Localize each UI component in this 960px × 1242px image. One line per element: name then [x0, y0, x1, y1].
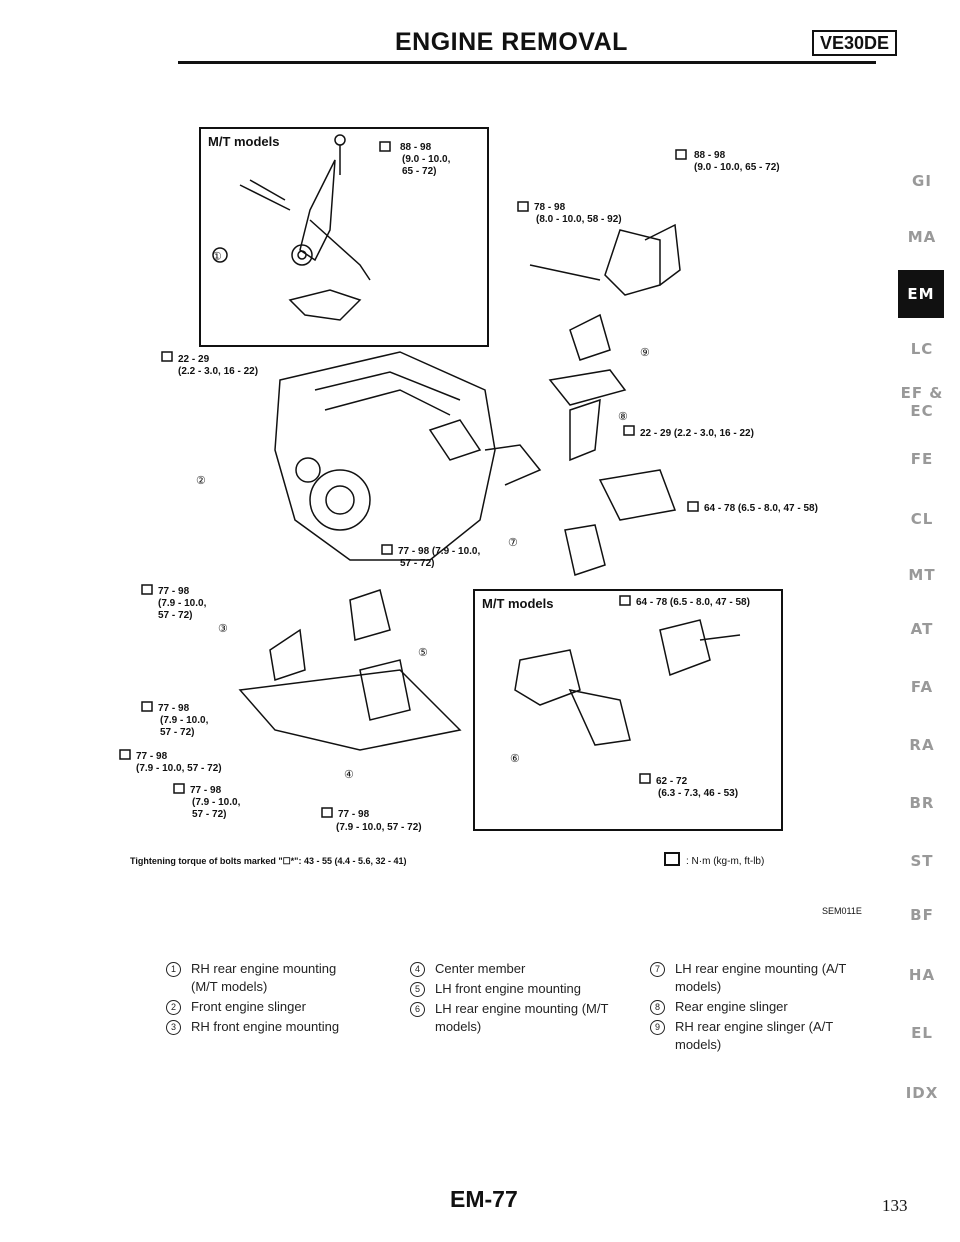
page-code: EM-77: [450, 1186, 518, 1212]
tab-ra[interactable]: RA: [909, 736, 935, 754]
torque-callout-14: 77 - 98: [338, 809, 370, 820]
svg-text:57 - 72): 57 - 72): [192, 809, 226, 820]
torque-callout-5: 22 - 29 (2.2 - 3.0, 16 - 22): [640, 428, 754, 439]
torque-callout-13: 62 - 72: [656, 776, 688, 787]
tab-gi[interactable]: GI: [912, 172, 932, 190]
svg-text:(7.9 - 10.0,: (7.9 - 10.0,: [192, 797, 241, 808]
svg-text:⑧: ⑧: [618, 411, 628, 423]
tab-ef-ec[interactable]: EF & EC: [900, 384, 944, 420]
svg-text:(7.9 - 10.0,: (7.9 - 10.0,: [158, 598, 207, 609]
mt-mount-bracket-drawing: [212, 134, 371, 321]
tab-br[interactable]: BR: [909, 794, 935, 812]
unit-note: : N·m (kg-m, ft-lb): [664, 852, 764, 867]
svg-text:①: ①: [212, 251, 222, 263]
torque-callout-7: 77 - 98 (7.9 - 10.0,: [398, 546, 480, 557]
svg-text:⑨: ⑨: [640, 347, 650, 359]
lh-rear-mount-mt-drawing: [514, 619, 741, 746]
torque-callout-1: 88 - 98: [400, 142, 432, 153]
page-title: ENGINE REMOVAL: [395, 28, 628, 56]
tab-at[interactable]: AT: [910, 620, 934, 638]
svg-text:⑤: ⑤: [418, 647, 428, 659]
svg-text:④: ④: [344, 769, 354, 781]
svg-text:⑦: ⑦: [508, 537, 518, 549]
torque-callout-6: 64 - 78 (6.5 - 8.0, 47 - 58): [704, 503, 818, 514]
torque-callout-11: 77 - 98: [136, 751, 168, 762]
tab-st[interactable]: ST: [910, 852, 934, 870]
tab-cl[interactable]: CL: [910, 510, 934, 528]
torque-callout-12: 77 - 98: [190, 785, 222, 796]
svg-text:⑥: ⑥: [510, 753, 520, 765]
tab-ma[interactable]: MA: [907, 228, 937, 246]
torque-callout-10: 77 - 98: [158, 703, 190, 714]
torque-callout-9: 64 - 78 (6.5 - 8.0, 47 - 58): [636, 597, 750, 608]
mt-inset-bottom: [473, 589, 783, 831]
page-number: 133: [882, 1196, 908, 1215]
svg-text:57 - 72): 57 - 72): [160, 727, 194, 738]
lh-rear-mount-at-drawing: [564, 398, 677, 576]
svg-text:(8.0 - 10.0, 58 - 92): (8.0 - 10.0, 58 - 92): [536, 214, 622, 225]
svg-text:(6.3 - 7.3, 46 - 53): (6.3 - 7.3, 46 - 53): [658, 788, 738, 799]
svg-text:(7.9 - 10.0,: (7.9 - 10.0,: [160, 715, 209, 726]
torque-callout-4: 22 - 29: [178, 354, 210, 365]
svg-text:(7.9 - 10.0, 57 - 72): (7.9 - 10.0, 57 - 72): [336, 822, 422, 833]
tab-el[interactable]: EL: [911, 1024, 933, 1042]
torque-note: Tightening torque of bolts marked "☐*": …: [130, 856, 407, 866]
title-rule: [178, 61, 876, 64]
engine-block-drawing: [274, 351, 542, 561]
tab-em[interactable]: EM: [898, 270, 944, 318]
engine-mounting-diagram: M/T models ① 88 - 98 (9.0 - 10.0, 65 - 7…: [119, 127, 818, 833]
center-member-drawing: [238, 589, 462, 751]
torque-callout-8: 77 - 98: [158, 586, 190, 597]
mt-inset-top: [199, 127, 489, 347]
svg-text:②: ②: [196, 475, 206, 487]
mt-label-bottom: M/T models: [482, 596, 554, 611]
svg-text:③: ③: [218, 623, 228, 635]
tab-fa[interactable]: FA: [910, 678, 934, 696]
torque-callout-3: 78 - 98: [534, 202, 566, 213]
figure-code: SEM011E: [822, 906, 862, 916]
tab-idx[interactable]: IDX: [905, 1084, 939, 1102]
tab-bf[interactable]: BF: [910, 906, 934, 924]
tab-ha[interactable]: HA: [908, 966, 936, 984]
tab-lc[interactable]: LC: [910, 340, 934, 358]
tab-mt[interactable]: MT: [908, 566, 936, 584]
svg-text:(7.9 - 10.0, 57 - 72): (7.9 - 10.0, 57 - 72): [136, 763, 222, 774]
torque-wrench-icon: [664, 852, 680, 866]
svg-text:(9.0 - 10.0, 65 - 72): (9.0 - 10.0, 65 - 72): [694, 162, 780, 173]
svg-text:(9.0 - 10.0,: (9.0 - 10.0,: [402, 154, 451, 165]
rh-rear-slinger-drawing: [529, 223, 681, 406]
engine-code-badge: VE30DE: [812, 30, 898, 56]
tab-fe[interactable]: FE: [910, 450, 934, 468]
svg-text:57 - 72): 57 - 72): [400, 558, 434, 569]
svg-text:65 - 72): 65 - 72): [402, 166, 436, 177]
svg-text:57 - 72): 57 - 72): [158, 610, 192, 621]
torque-callout-2: 88 - 98: [694, 150, 726, 161]
svg-text:(2.2 - 3.0, 16 - 22): (2.2 - 3.0, 16 - 22): [178, 366, 258, 377]
mt-label-top: M/T models: [208, 134, 280, 149]
